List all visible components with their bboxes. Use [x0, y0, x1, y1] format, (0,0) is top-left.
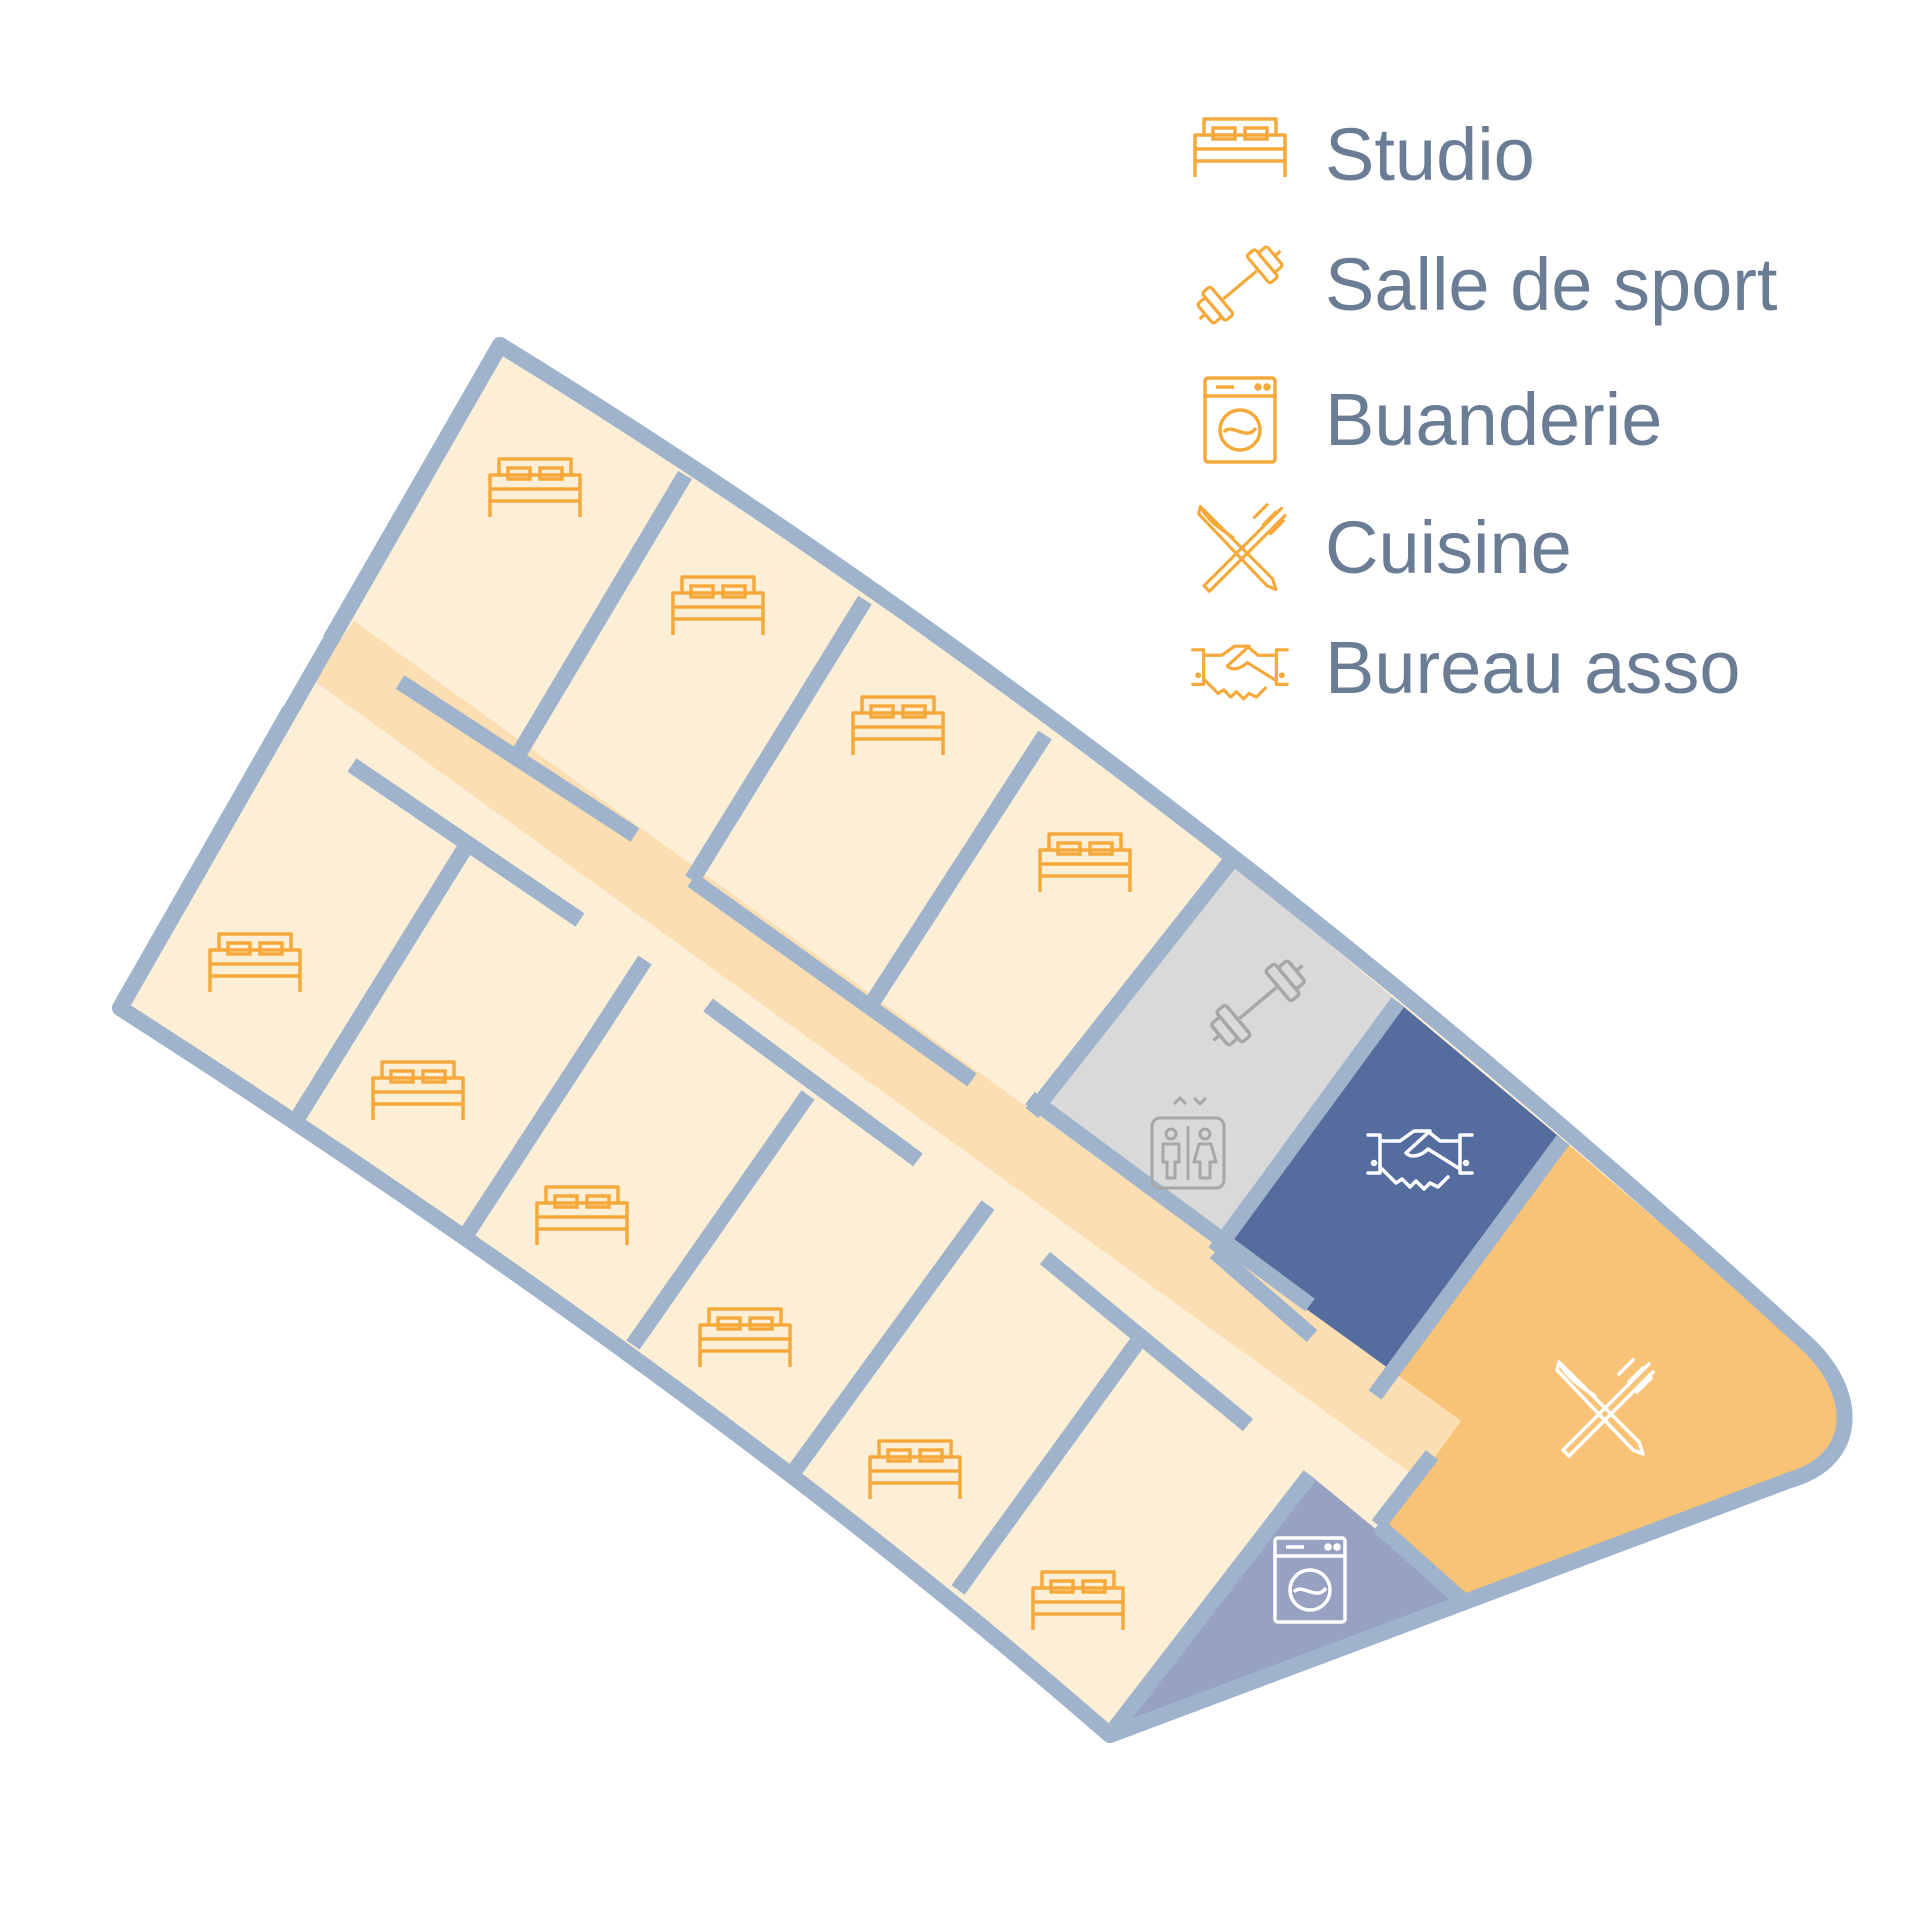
legend-label: Salle de sport [1325, 243, 1778, 326]
legend-label: Cuisine [1325, 506, 1572, 589]
handshake-icon [1191, 644, 1289, 701]
dumbbell-icon [1190, 240, 1290, 330]
legend-item-office: Bureau asso [1190, 623, 1890, 723]
bed-icon [1193, 117, 1287, 179]
legend-item-kitchen: Cuisine [1190, 503, 1890, 603]
knife-fork-icon [1197, 503, 1287, 593]
corridor [311, 620, 1462, 1480]
legend-item-laundry: Buanderie [1190, 375, 1890, 475]
legend-item-gym: Salle de sport [1190, 240, 1890, 340]
washing-machine-icon [1203, 376, 1277, 464]
laundry-room[interactable] [1115, 1475, 1462, 1728]
kitchen-room[interactable] [1375, 1140, 1845, 1600]
outer-wall [112, 337, 1853, 1743]
legend-label: Bureau asso [1325, 626, 1741, 709]
gym-room[interactable] [1032, 862, 1398, 1252]
legend-label: Studio [1325, 113, 1535, 196]
legend-label: Buanderie [1325, 378, 1663, 461]
legend-item-studio: Studio [1190, 110, 1890, 210]
interior-walls [113, 341, 1570, 1733]
